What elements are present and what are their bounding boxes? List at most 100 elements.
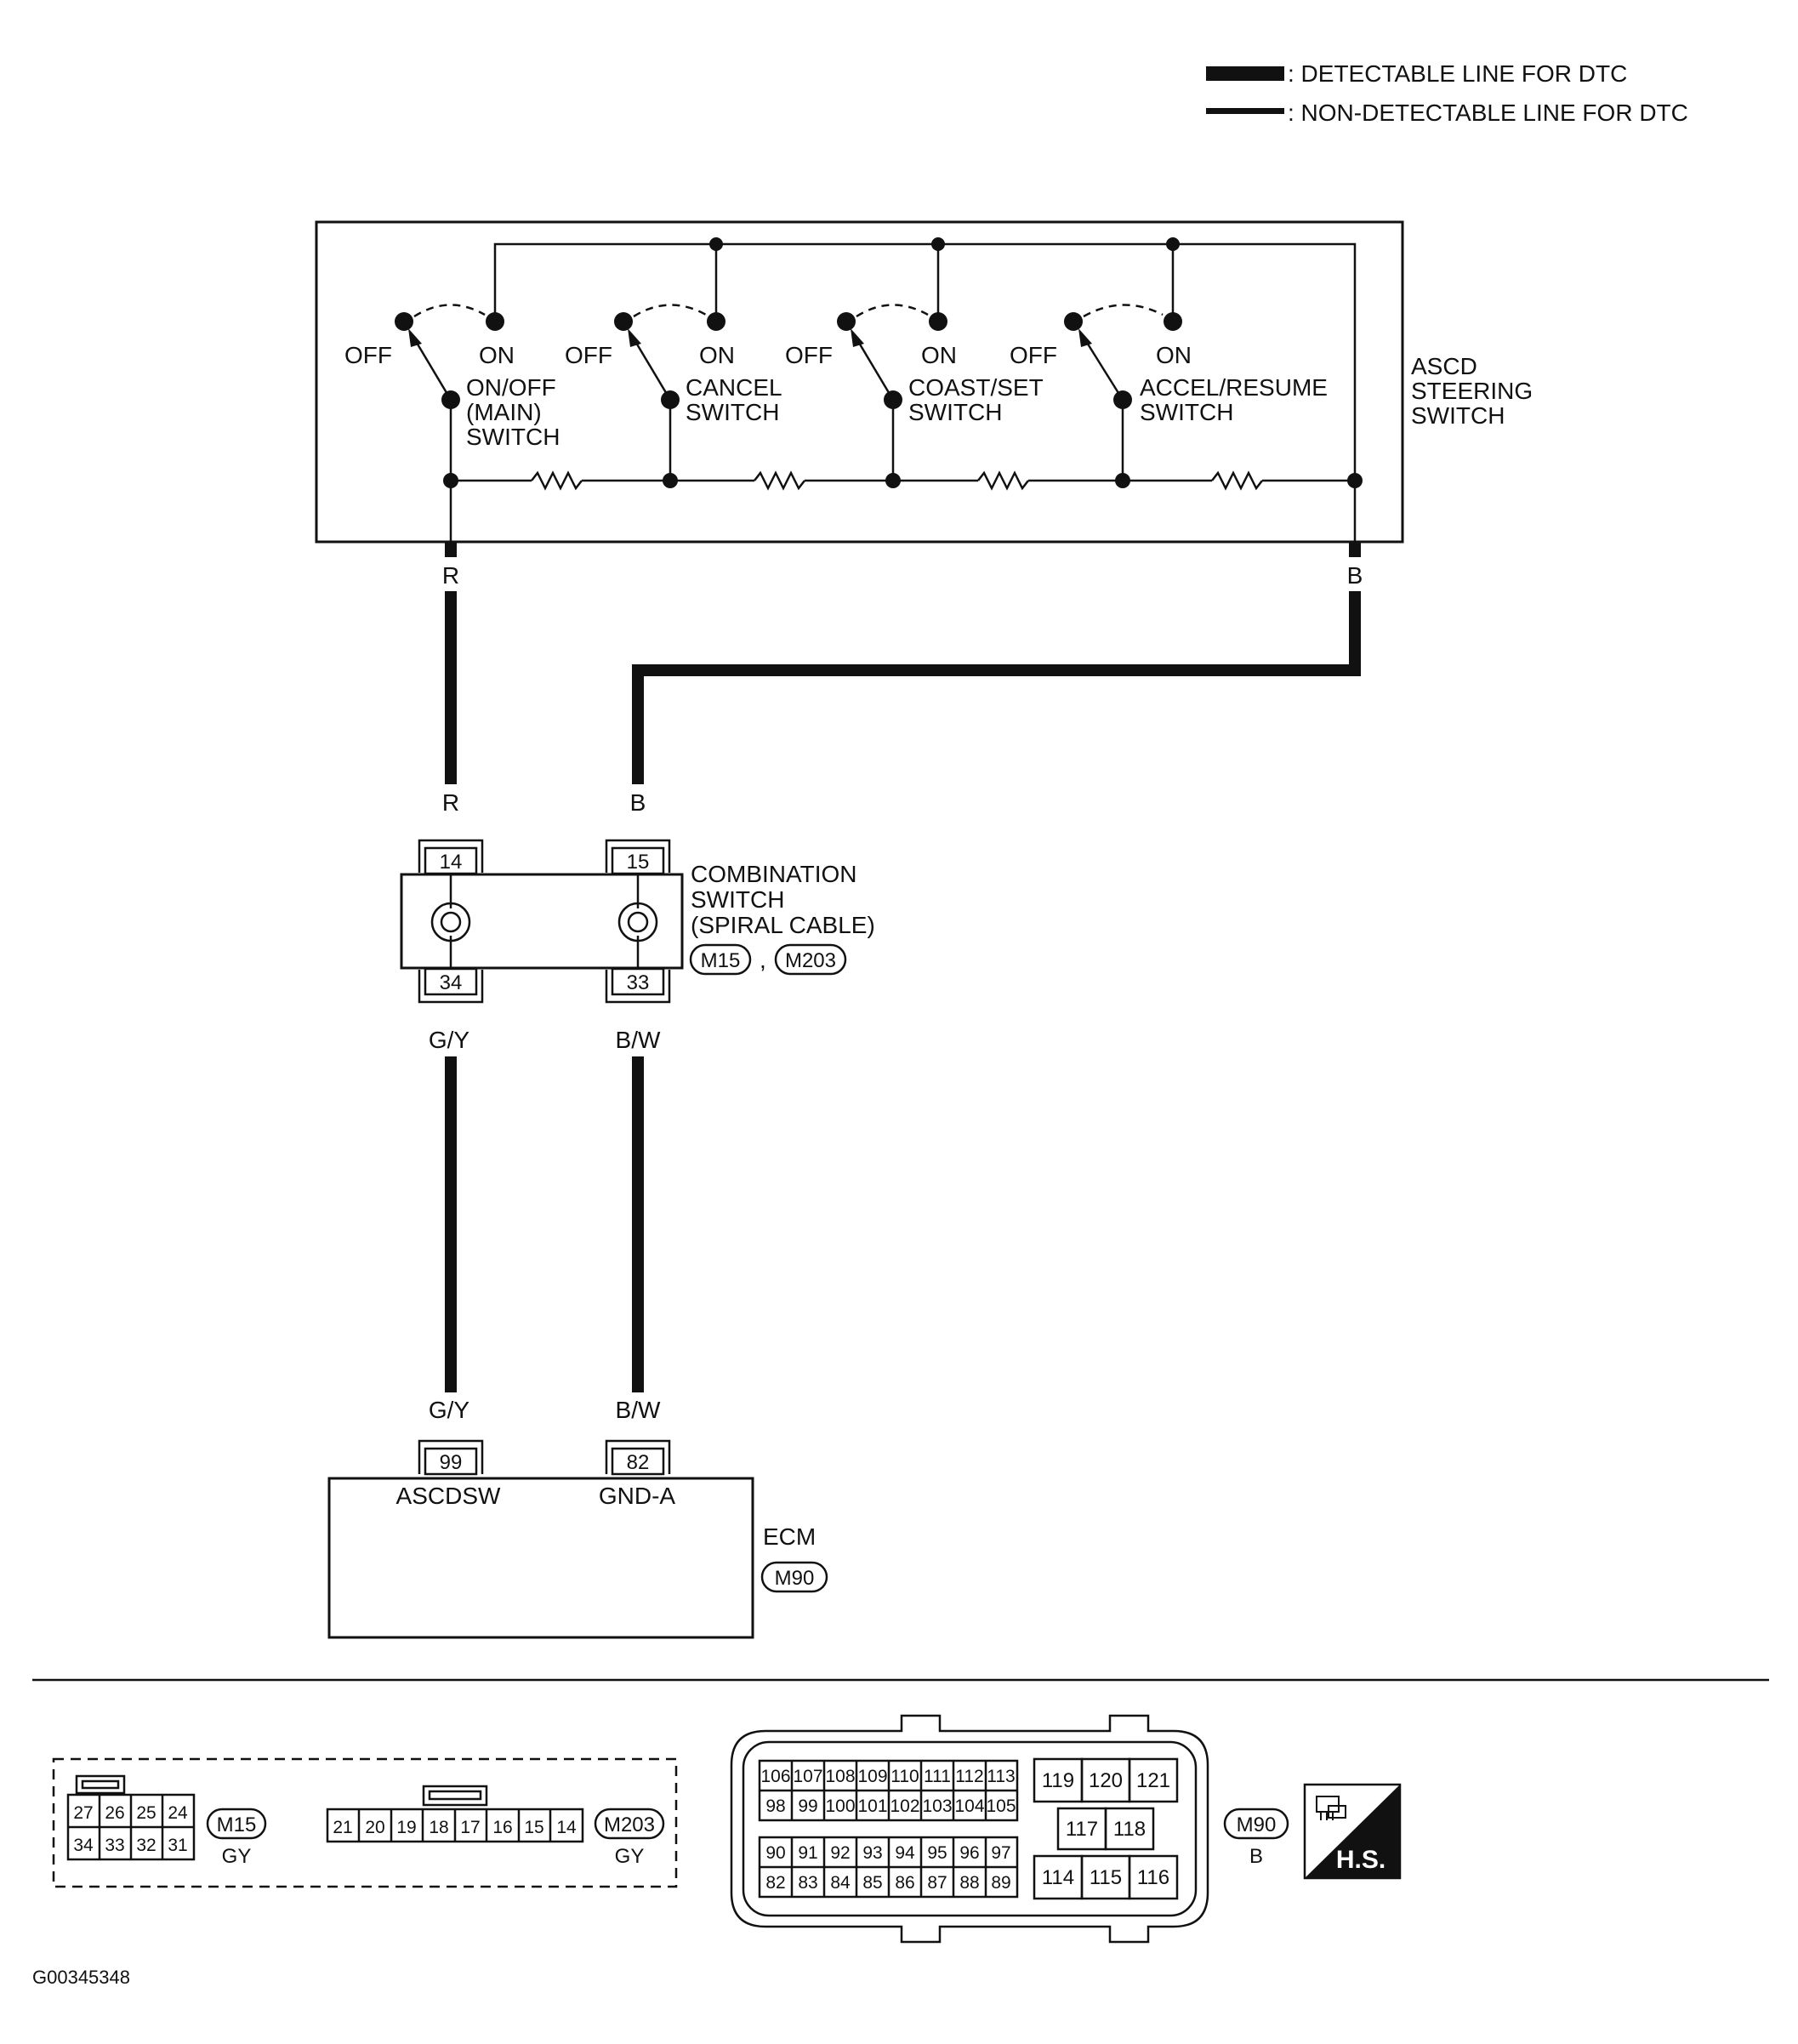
pin-cell: 15 [524,1818,543,1837]
pin-cell: 97 [991,1843,1010,1863]
connector-tag-m203 [594,1808,665,1840]
switch-lever-arrow [851,328,864,347]
pin-box-34 [424,967,478,996]
pin-cell: 115 [1090,1866,1122,1889]
switch-on-label: ON [921,342,957,368]
resistor-4 [1211,470,1263,491]
pin-bracket [605,1439,671,1474]
switch-on-label: ON [1156,342,1192,368]
switch-lever-arrow [1078,328,1092,347]
pin-cell: 33 [105,1836,124,1855]
ecm-pin-label-gnd-a: GND-A [599,1483,676,1509]
pin-cell: 108 [825,1767,855,1786]
switch-off-contact [614,312,633,331]
wire-label-r-top: R [442,562,459,589]
ascd-switch-title-line3: SWITCH [1411,402,1505,429]
pin-cell: 27 [73,1803,93,1823]
pin-number-15: 15 [627,851,650,874]
switch-dashed-arc [1083,304,1164,318]
pin-cell: 95 [927,1843,947,1863]
pin-cell: 25 [136,1803,156,1823]
switch-name-line1: ON/OFF [466,374,556,401]
connector-tag-m203 [774,943,847,976]
connector-tag-separator: , [760,947,766,973]
connector-power-cell [1128,1854,1179,1900]
pin-cell: 82 [765,1873,785,1893]
pin-cell: 111 [924,1767,951,1786]
connector-tag-m15-text: M15 [217,1813,257,1836]
connector-tag-m90-text: M90 [775,1567,815,1590]
pin-cell: 118 [1113,1818,1146,1841]
switch-name-line2: (MAIN) [466,399,542,425]
pin-box-82 [611,1447,665,1476]
connector-m15: 27 26 25 24 34 33 32 31 M15 GY [66,1774,267,1868]
wire-label-gy-upper: G/Y [429,1027,470,1053]
pin-cell: 84 [830,1873,851,1893]
pin-number-14: 14 [440,851,463,874]
spiral-cable-icon [430,902,471,942]
wire-label-bw-upper: B/W [616,1027,661,1053]
connector-m90-housing [730,1714,1209,1944]
pin-cell: 98 [765,1796,785,1816]
pin-cell: 18 [429,1818,448,1837]
legend-non-detectable-swatch [1206,108,1284,114]
junction-dot [1166,237,1180,251]
resistor-1 [531,470,583,491]
connector-dashed-frame [52,1757,678,1888]
wire-label-b-mid: B [630,789,646,816]
connector-tag-m15 [689,943,752,976]
pin-box-33 [611,967,665,996]
pin-cell: 110 [890,1767,919,1786]
switch-coast-set: OFF ON COAST/SET SWITCH [785,304,1044,481]
switch-off-contact [837,312,856,331]
pin-cell: 85 [862,1873,882,1893]
pin-cell: 104 [954,1796,984,1816]
pin-number-82: 82 [627,1451,650,1474]
pin-cell: 88 [959,1873,979,1893]
pin-cell: 16 [492,1818,512,1837]
pin-cell: 89 [991,1873,1010,1893]
pin-cell: 92 [830,1843,850,1863]
pin-cell: 109 [857,1767,887,1786]
connector-tag-m90-text: M90 [1237,1813,1277,1836]
pin-cell: 121 [1136,1769,1170,1792]
pin-cell: 116 [1137,1866,1169,1889]
connector-latch [422,1785,488,1807]
wire-label-gy-lower: G/Y [429,1397,470,1423]
connector-m90-inner [742,1740,1198,1917]
switch-on-contact [929,312,947,331]
ecm-pin-label-ascdsw: ASCDSW [396,1483,501,1509]
switch-accel-resume: OFF ON ACCEL/RESUME SWITCH [1010,304,1328,481]
connector-color-m203: GY [615,1845,645,1868]
pin-cell: 32 [136,1836,156,1855]
pin-cell: 31 [168,1836,187,1855]
legend-detectable-swatch [1206,66,1284,81]
spiral-cable-icon-inner [440,911,462,933]
figure-code: G00345348 [32,1967,130,1988]
spiral-cable-icon [617,902,658,942]
ascd-switch-title-line1: ASCD [1411,353,1477,379]
pin-number-33: 33 [627,971,650,994]
pin-cell: 99 [798,1796,817,1816]
switch-lever [413,338,452,401]
wire-b [632,591,1361,784]
pin-cell: 102 [890,1796,919,1816]
pin-cell: 117 [1066,1818,1098,1841]
ascd-steering-switch: ASCD STEERING SWITCH [315,220,1533,544]
connector-color-m15: GY [222,1845,252,1868]
hs-badge-fill [1305,1785,1400,1878]
pin-cell: 17 [460,1818,480,1837]
legend-non-detectable-text: : NON-DETECTABLE LINE FOR DTC [1288,100,1688,126]
pin-cell: 86 [895,1873,914,1893]
switch-lever [855,338,895,401]
switch-dashed-arc [633,304,707,318]
connector-color-m90: B [1249,1845,1263,1868]
switch-on-contact [707,312,725,331]
switch-cancel: OFF ON CANCEL SWITCH [565,304,782,481]
connector-latch-inner [428,1790,482,1801]
connector-latch [75,1774,126,1795]
pin-cell: 120 [1089,1769,1123,1792]
pin-cell: 113 [987,1767,1015,1786]
switch-lever [1083,338,1124,401]
switch-off-label: OFF [1010,342,1057,368]
